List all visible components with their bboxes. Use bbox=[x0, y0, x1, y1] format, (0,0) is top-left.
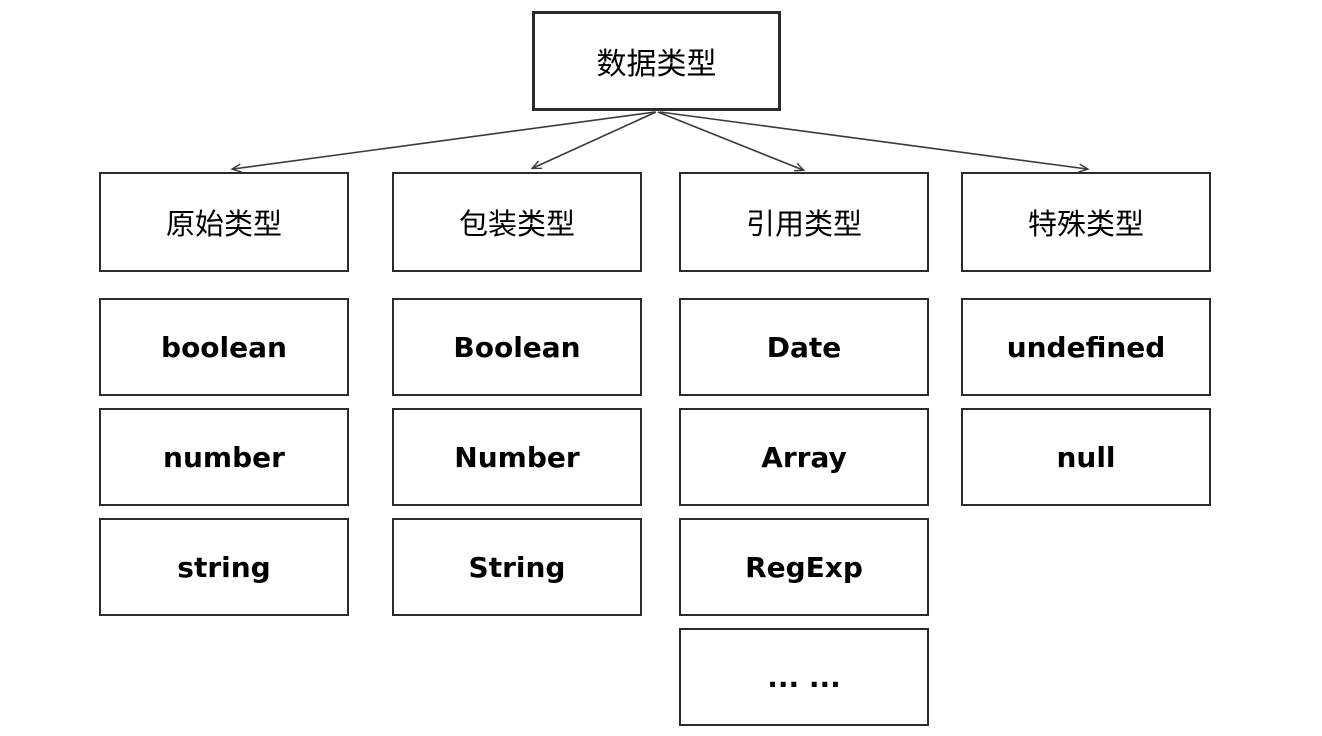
node-number-label: number bbox=[163, 440, 285, 474]
node-primitive-types-label: 原始类型 bbox=[165, 207, 282, 241]
node-array-label: Array bbox=[761, 440, 847, 474]
node-date: Date bbox=[679, 298, 929, 396]
node-number-object: Number bbox=[392, 408, 642, 506]
node-primitive-types: 原始类型 bbox=[99, 172, 349, 272]
node-undefined-label: undefined bbox=[1006, 330, 1166, 364]
arrow-to-special-types bbox=[659, 111, 1090, 173]
node-number: number bbox=[99, 408, 349, 506]
node-wrapper-types: 包装类型 bbox=[392, 172, 642, 272]
node-string-label: string bbox=[177, 550, 271, 584]
node-string-object-label: String bbox=[468, 550, 566, 584]
node-data-types-label: 数据类型 bbox=[596, 47, 717, 82]
arrow-to-wrapper-types bbox=[530, 111, 657, 170]
node-null: null bbox=[961, 408, 1211, 506]
node-null-label: null bbox=[1056, 440, 1116, 474]
node-regexp: RegExp bbox=[679, 518, 929, 616]
node-special-types: 特殊类型 bbox=[961, 172, 1211, 272]
node-data-types: 数据类型 bbox=[532, 11, 781, 111]
arrow-to-primitive-types bbox=[230, 111, 656, 173]
node-ellipsis-label: ... ... bbox=[767, 660, 841, 694]
node-reference-types-label: 引用类型 bbox=[745, 207, 862, 241]
arrow-to-reference-types bbox=[657, 111, 806, 172]
node-boolean-object: Boolean bbox=[392, 298, 642, 396]
node-special-types-label: 特殊类型 bbox=[1027, 207, 1144, 241]
node-undefined: undefined bbox=[961, 298, 1211, 396]
node-boolean: boolean bbox=[99, 298, 349, 396]
node-date-label: Date bbox=[766, 330, 842, 364]
node-ellipsis: ... ... bbox=[679, 628, 929, 726]
node-string: string bbox=[99, 518, 349, 616]
node-boolean-object-label: Boolean bbox=[453, 330, 581, 364]
node-regexp-label: RegExp bbox=[745, 550, 863, 584]
node-array: Array bbox=[679, 408, 929, 506]
node-boolean-label: boolean bbox=[161, 330, 287, 364]
node-reference-types: 引用类型 bbox=[679, 172, 929, 272]
node-number-object-label: Number bbox=[454, 440, 580, 474]
node-wrapper-types-label: 包装类型 bbox=[458, 207, 575, 241]
node-string-object: String bbox=[392, 518, 642, 616]
